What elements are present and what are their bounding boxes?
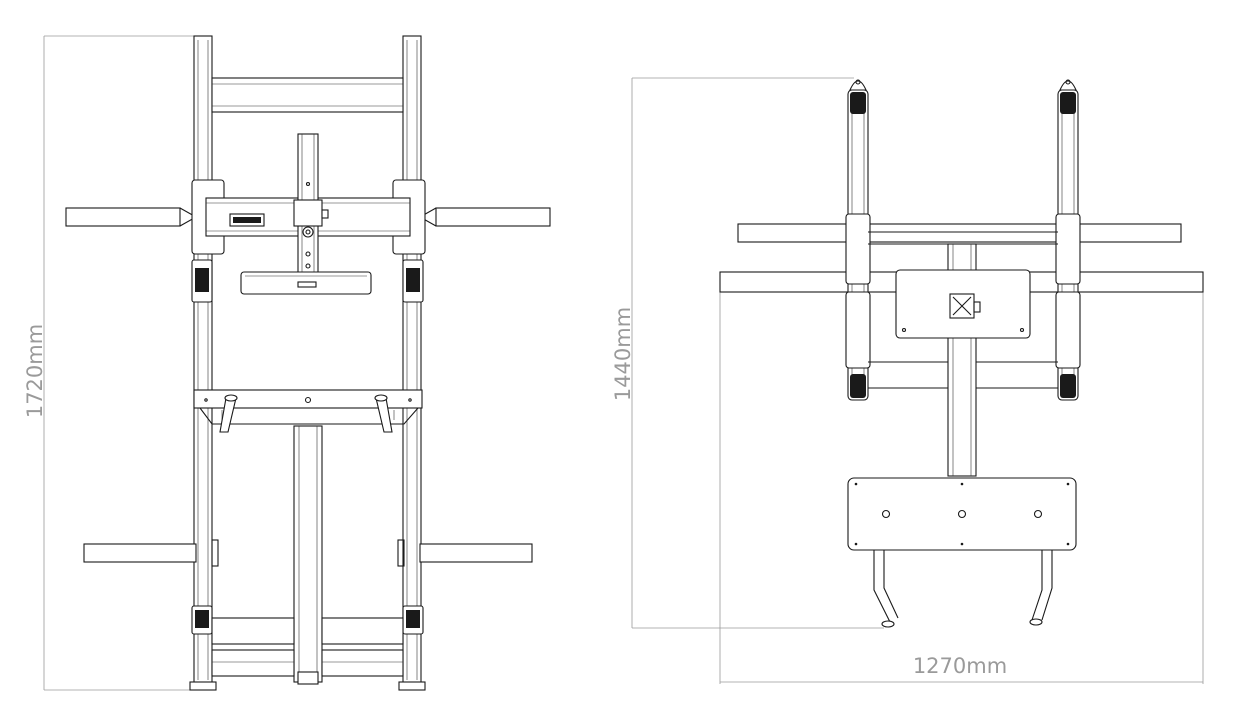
side-view: 1440mm 1270mm [611, 77, 1204, 684]
side-height-label: 1440mm [611, 307, 635, 401]
front-height-label: 1720mm [23, 324, 47, 418]
center-column [293, 425, 323, 683]
pop-pin-knob [302, 226, 314, 238]
left-lower-weight-horn [83, 543, 197, 563]
right-foot [398, 681, 426, 691]
left-upright [193, 35, 213, 687]
front-height-dimension: 1720mm [23, 35, 196, 691]
post-collar [293, 199, 323, 227]
front-view: 1720mm [23, 35, 551, 691]
left-foot [189, 681, 217, 691]
top-crossbeam [211, 77, 404, 113]
left-upper-weight-horn [65, 207, 181, 227]
side-left-handle [873, 550, 891, 623]
upper-weight-bar [737, 223, 1182, 243]
side-width-label: 1270mm [913, 654, 1007, 678]
foot-platform [847, 477, 1077, 551]
side-right-handle [1031, 550, 1043, 621]
side-width-dimension: 1270mm [719, 292, 1204, 684]
right-upright [402, 35, 422, 687]
foot-plate [193, 389, 423, 409]
side-height-dimension: 1440mm [611, 77, 884, 629]
shoulder-pad [240, 271, 372, 295]
right-upper-weight-horn [435, 207, 551, 227]
right-lower-weight-horn [419, 543, 533, 563]
